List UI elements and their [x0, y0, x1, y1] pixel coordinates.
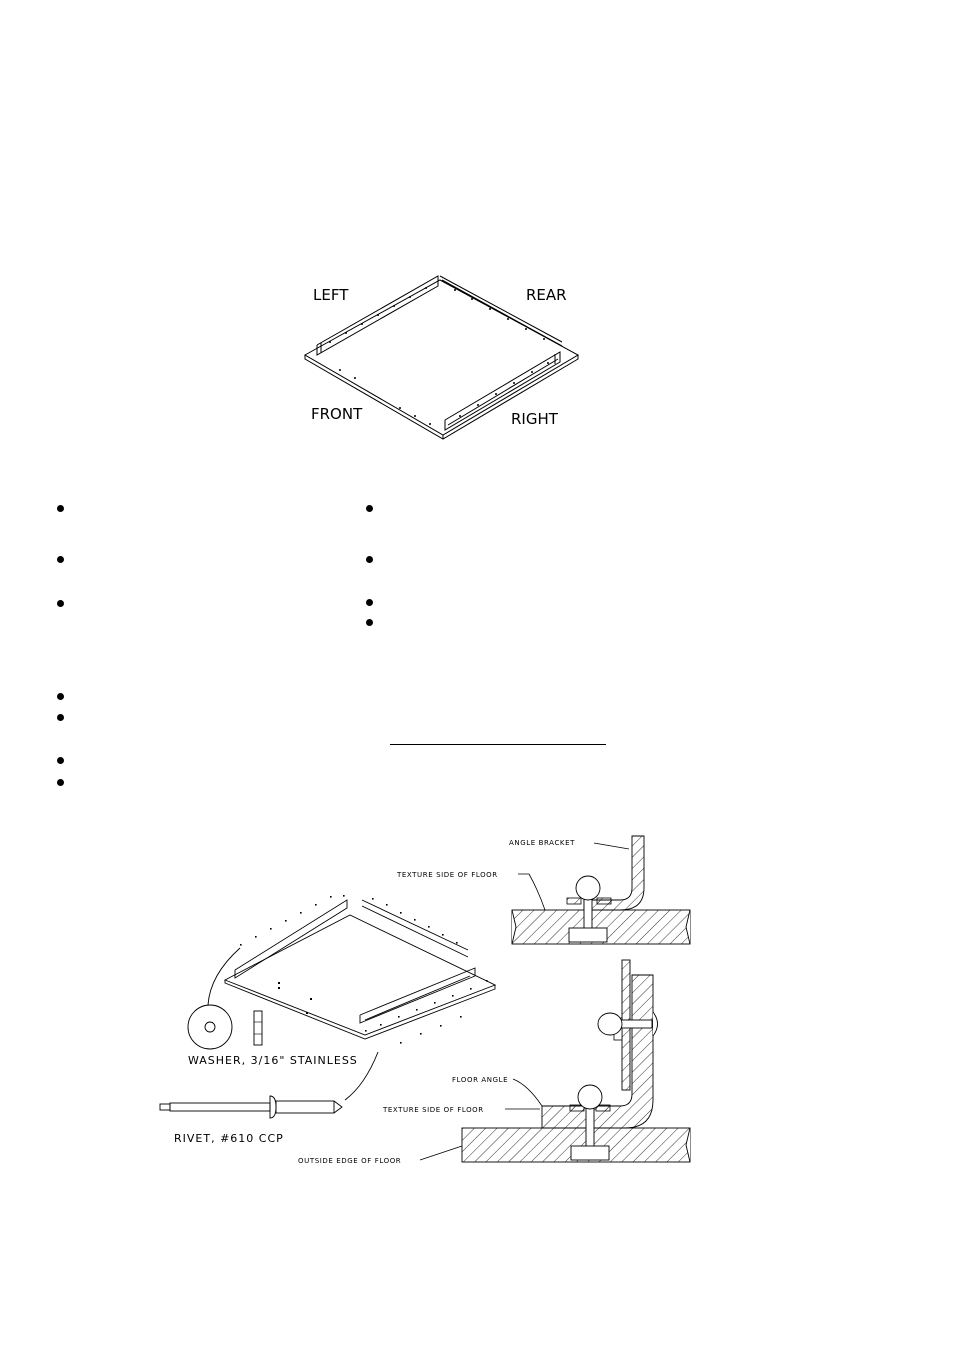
bullet-3 — [57, 600, 64, 607]
callout-texture-side-1: TEXTURE SIDE OF FLOOR — [396, 871, 498, 879]
label-left: LEFT — [313, 286, 349, 304]
callout-outside-edge: OUTSIDE EDGE OF FLOOR — [298, 1157, 401, 1165]
callout-angle-bracket: ANGLE BRACKET — [509, 839, 575, 847]
rivet-label: RIVET, #610 CCP — [174, 1132, 284, 1145]
bullet-11 — [57, 779, 64, 786]
bullet-6 — [366, 599, 373, 606]
rivet-detail-diagram: WASHER, 3/16" STAINLESS RIVET, #610 CCP … — [159, 835, 691, 1165]
bullet-1 — [57, 505, 64, 512]
label-rear: REAR — [526, 286, 567, 304]
rivet-icon — [159, 1095, 343, 1119]
label-right: RIGHT — [511, 410, 559, 428]
floor-angle-detail — [461, 959, 691, 1163]
angle-bracket-detail — [511, 835, 691, 945]
callout-floor-angle: FLOOR ANGLE — [452, 1076, 508, 1084]
callout-texture-side-2: TEXTURE SIDE OF FLOOR — [382, 1106, 484, 1114]
bullet-2 — [57, 556, 64, 563]
bullet-8 — [57, 693, 64, 700]
bullet-5 — [366, 556, 373, 563]
bullet-10 — [57, 757, 64, 764]
washer-icon — [187, 1004, 263, 1050]
bullet-4 — [366, 505, 373, 512]
washer-label: WASHER, 3/16" STAINLESS — [188, 1054, 358, 1067]
floor-assembly-diagram: LEFT REAR FRONT RIGHT — [303, 275, 580, 440]
label-front: FRONT — [311, 405, 363, 423]
bullet-7 — [366, 619, 373, 626]
underline-rule — [390, 744, 606, 745]
bullet-9 — [57, 714, 64, 721]
